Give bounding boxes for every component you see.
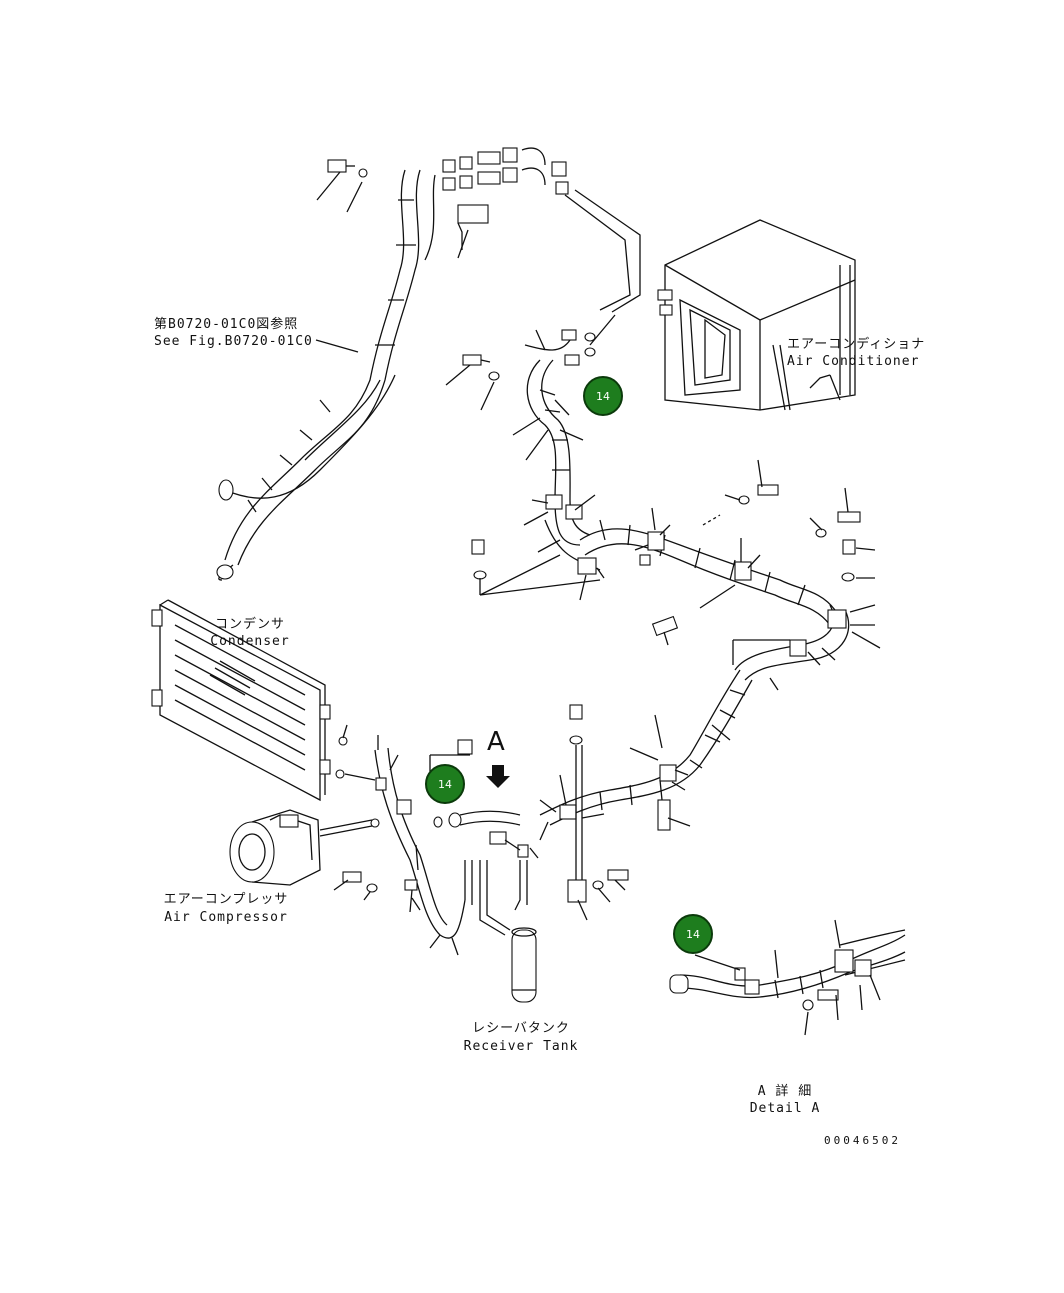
condenser <box>151 599 331 802</box>
view-arrow-a <box>486 765 510 788</box>
callout-badge[interactable]: 14 <box>673 914 713 954</box>
view-marker-a: A <box>487 727 505 757</box>
callout-badge[interactable]: 14 <box>583 376 623 416</box>
condenser-en-label: Condenser <box>210 634 290 649</box>
leader-lines <box>315 171 881 1036</box>
top-fittings <box>327 147 641 313</box>
air-compressor <box>229 809 380 886</box>
detail-a-en-label: Detail A <box>749 1101 821 1116</box>
bolts-and-washers <box>342 314 861 903</box>
receiver-tank-en-label: Receiver Tank <box>463 1039 579 1054</box>
detail-a-drawing <box>669 929 906 1011</box>
receiver-tank-jp-label: レシーバタンク <box>472 1021 570 1036</box>
compressor-hoses <box>335 736 473 939</box>
condenser-jp-label: コンデンサ <box>214 617 286 632</box>
upper-left-hose <box>216 169 489 581</box>
drawing-number: 00046502 <box>824 1134 901 1147</box>
air-compressor-jp-label: エアーコンプレッサ <box>163 892 289 907</box>
see-fig-jp-label: 第B0720-01C0図参照 <box>154 317 299 332</box>
receiver-tank <box>479 860 537 1003</box>
detail-a-jp-label: A 詳 細 <box>757 1084 813 1099</box>
see-fig-en-label: See Fig.B0720-01C0 <box>154 334 313 349</box>
air-compressor-en-label: Air Compressor <box>164 910 288 925</box>
air-conditioner-unit <box>657 219 856 411</box>
dashed-guide <box>702 514 721 526</box>
callout-badge[interactable]: 14 <box>425 764 465 804</box>
air-conditioner-en-label: Air Conditioner <box>787 354 920 369</box>
air-conditioner-jp-label: エアーコンディショナ <box>787 337 926 352</box>
